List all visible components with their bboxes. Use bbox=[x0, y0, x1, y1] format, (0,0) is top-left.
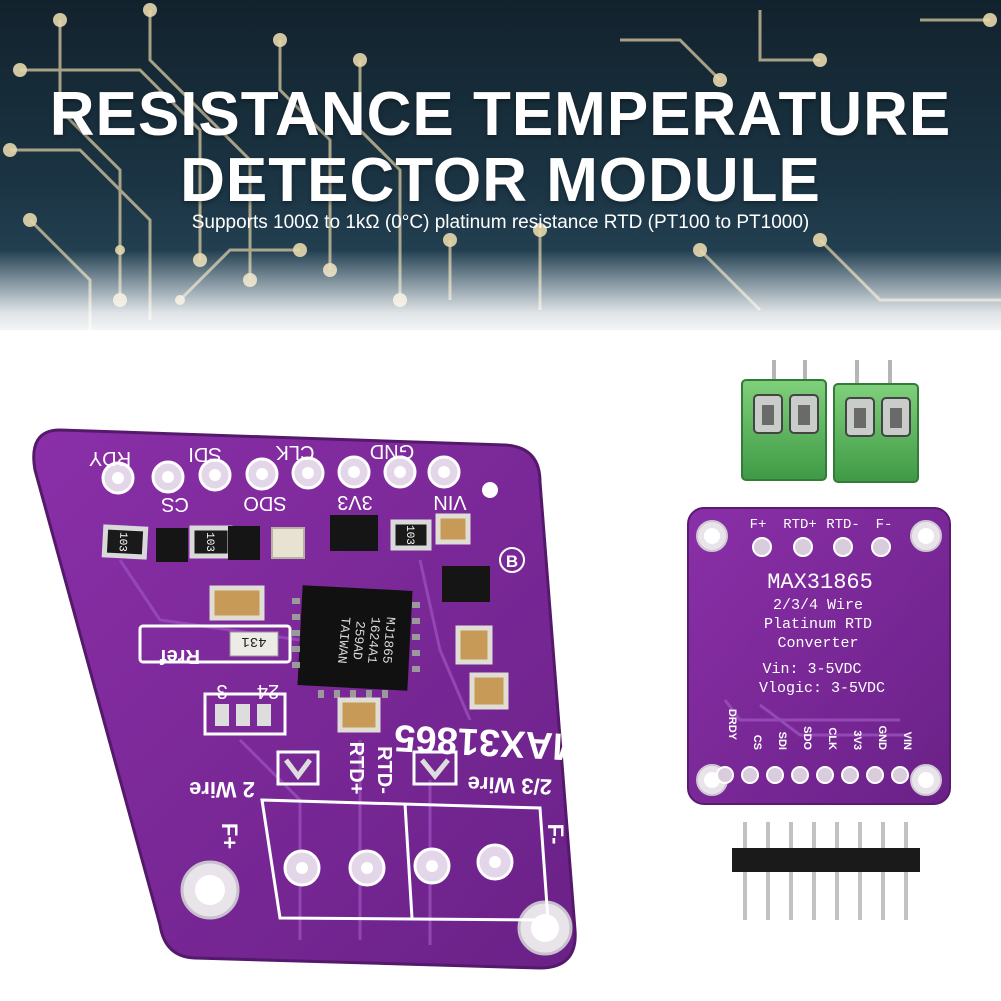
transistor-1 bbox=[156, 528, 188, 562]
banner-fade bbox=[0, 250, 1001, 330]
small-line-3: Converter bbox=[777, 635, 858, 652]
wire-selector-23: 2/3 Wire bbox=[412, 750, 552, 800]
resistor-3-label: 103 bbox=[403, 525, 415, 545]
header-banner: RESISTANCE TEMPERATURE DETECTOR MODULE S… bbox=[0, 0, 1001, 330]
resistor-1: 103 bbox=[101, 524, 149, 560]
rtd-minus-label: RTD- bbox=[373, 746, 395, 794]
chip-text-2: 1624A1 bbox=[364, 616, 383, 664]
chip-text-4: TAIWAN bbox=[334, 616, 353, 664]
small-line-2: Platinum RTD bbox=[764, 616, 872, 633]
page-title: RESISTANCE TEMPERATURE DETECTOR MODULE bbox=[0, 82, 1001, 214]
capacitor-6 bbox=[337, 697, 381, 733]
small-bottom-label-gnd: GND bbox=[876, 726, 888, 751]
small-pin-label-rtd-minus: RTD- bbox=[826, 517, 860, 533]
small-bottom-label-vin: VIN bbox=[901, 732, 913, 750]
capacitor-2 bbox=[435, 513, 471, 545]
title-line-2: DETECTOR MODULE bbox=[180, 146, 821, 215]
small-board: F+ RTD+ RTD- F- MAX31865 2/3/4 Wire Plat… bbox=[687, 507, 951, 805]
small-pin-label-f-minus: F- bbox=[876, 517, 893, 533]
small-pin-label-rtd-plus: RTD+ bbox=[783, 517, 817, 533]
page-subtitle: Supports 100Ω to 1kΩ (0°C) platinum resi… bbox=[191, 212, 810, 233]
rref-area: Rref 431 bbox=[138, 624, 292, 667]
title-line-1: RESISTANCE TEMPERATURE bbox=[49, 80, 952, 149]
small-bottom-label-sdo: SDO bbox=[801, 726, 813, 750]
mounting-holes bbox=[180, 482, 573, 956]
capacitor-3 bbox=[209, 585, 265, 621]
pin-label-clk: CLK bbox=[275, 441, 315, 463]
small-bottom-label-cs: CS bbox=[751, 735, 763, 750]
pin-label-3v3: 3V3 bbox=[337, 491, 373, 513]
small-chip-label: MAX31865 bbox=[767, 570, 873, 595]
transistor-2 bbox=[228, 526, 260, 560]
pin-label-cs: CS bbox=[161, 493, 189, 515]
small-top-pads bbox=[752, 537, 891, 557]
pin-header bbox=[732, 822, 920, 920]
chip-text-3: 259AD bbox=[349, 620, 367, 660]
small-bottom-label-clk: CLK bbox=[826, 727, 838, 750]
terminal-outline bbox=[260, 798, 550, 922]
small-pin-label-f-plus: F+ bbox=[750, 517, 767, 533]
pin-label-sdo: SDO bbox=[243, 492, 286, 514]
wire-selector-2: 2 Wire bbox=[189, 750, 320, 802]
pin-label-gnd: GND bbox=[370, 440, 414, 462]
small-bottom-pads bbox=[716, 766, 909, 784]
transistor-3 bbox=[442, 566, 490, 602]
resistor-2: 103 bbox=[189, 525, 233, 559]
b-mark: B bbox=[499, 547, 525, 573]
small-bottom-label-drdy: DRDY bbox=[726, 709, 738, 741]
pin-label-rdy: RDY bbox=[89, 447, 131, 469]
small-line-1: 2/3/4 Wire bbox=[773, 597, 863, 614]
small-bottom-label-sdi: SDI bbox=[776, 732, 788, 750]
regulator bbox=[330, 515, 378, 551]
capacitor-1 bbox=[271, 527, 305, 559]
pin-label-vin: VIN bbox=[433, 491, 466, 513]
rtd-plus-label: RTD+ bbox=[345, 742, 367, 795]
pin-label-sdi: SDI bbox=[188, 443, 221, 465]
main-chip: MJ1865 1624A1 259AD TAIWAN bbox=[292, 585, 420, 698]
large-board: RDY SDI CLK GND CS SDO 3V3 VIN 103 103 bbox=[32, 428, 585, 970]
top-pin-pads bbox=[101, 455, 461, 495]
terminal-pads bbox=[283, 843, 514, 887]
wire-23-label: 2/3 Wire bbox=[467, 772, 552, 800]
b-mark-label: B bbox=[506, 552, 518, 571]
brand-label: MAX31865 bbox=[393, 716, 585, 768]
jumper-label-3: 3 bbox=[216, 680, 227, 702]
small-bottom-label-3v3: 3V3 bbox=[851, 730, 863, 750]
chip-text-1: MJ1865 bbox=[379, 616, 398, 664]
capacitor-4 bbox=[455, 625, 493, 665]
resistor-1-label: 103 bbox=[115, 532, 128, 552]
capacitor-5 bbox=[469, 672, 509, 710]
f-minus-label: F- bbox=[543, 824, 568, 845]
resistor-2-label: 103 bbox=[203, 532, 215, 552]
jumper-pads: 3 24 bbox=[203, 680, 287, 736]
rref-resistor-label: 431 bbox=[241, 633, 266, 649]
resistor-3: 103 bbox=[390, 519, 432, 551]
f-plus-label: F+ bbox=[217, 823, 242, 849]
jumper-label-24: 24 bbox=[257, 680, 279, 702]
screw-terminals bbox=[741, 360, 919, 483]
rref-label: Rref bbox=[160, 645, 200, 667]
small-vin: Vin: 3-5VDC bbox=[762, 661, 861, 678]
wire-2-label: 2 Wire bbox=[189, 777, 255, 802]
small-vlogic: Vlogic: 3-5VDC bbox=[759, 680, 885, 697]
